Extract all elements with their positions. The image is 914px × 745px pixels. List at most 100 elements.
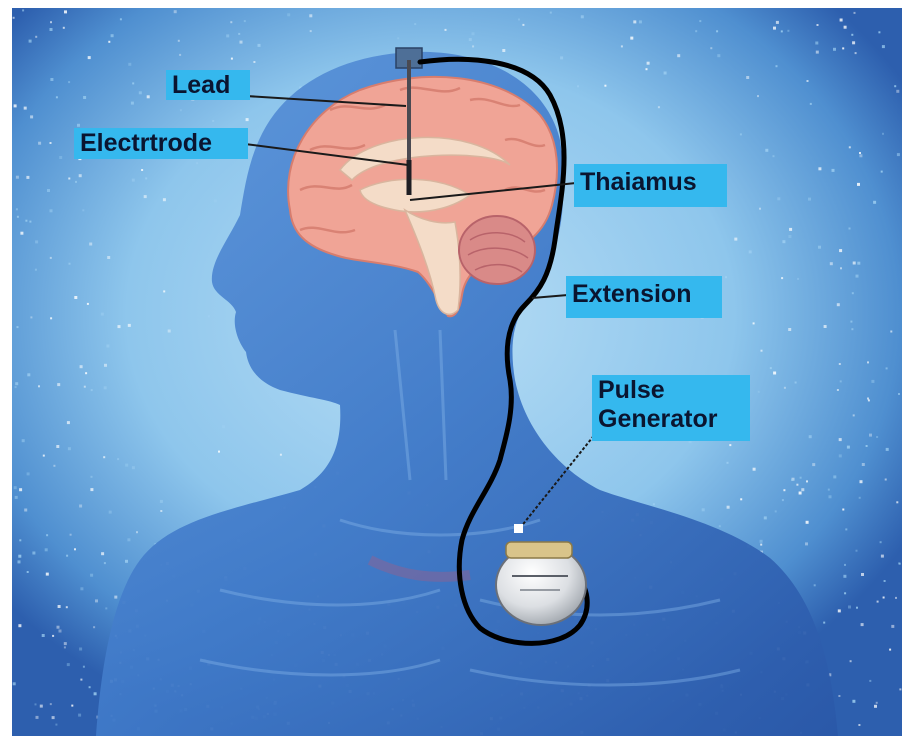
speckle [776,65,778,67]
speckle [120,18,122,20]
speckle [757,95,759,97]
speckle [240,41,243,44]
speckle [818,167,821,170]
speckle [889,649,891,651]
speckle [861,573,864,576]
speckle [789,228,792,231]
speckle [111,34,114,37]
speckle [897,153,900,156]
speckle [890,331,892,333]
speckle [57,626,60,629]
speckle [861,623,864,626]
speckle [63,27,65,29]
lead-label: Lead [166,70,250,100]
speckle [740,133,742,135]
speckle [68,178,70,180]
speckle [788,328,791,331]
speckle [502,49,505,52]
speckle [472,45,474,47]
speckle [727,462,729,464]
speckle [35,703,37,705]
speckle [15,496,18,499]
speckle [653,503,655,505]
speckle [812,463,815,466]
speckle [851,34,853,36]
speckle [852,700,855,703]
speckle [899,688,901,690]
speckle [66,606,68,608]
speckle [287,13,290,16]
speckle [218,451,220,453]
speckle [857,262,860,265]
speckle [67,421,70,424]
speckle [27,472,30,475]
speckle [13,682,16,685]
speckle [828,489,830,491]
speckle [839,438,842,441]
speckle [838,695,840,697]
speckle [891,625,894,628]
speckle [64,646,66,648]
speckle [777,197,780,200]
speckle [760,544,762,546]
speckle [53,465,55,467]
speckle [882,133,884,135]
speckle [71,705,73,707]
speckle [66,555,68,557]
speckle [734,238,737,241]
speckle [50,209,53,212]
speckle [231,58,233,60]
speckle [67,663,70,666]
speckle [18,555,21,558]
speckle [776,21,779,24]
speckle [850,321,852,323]
speckle [79,505,82,508]
speckle [136,531,138,533]
speckle [50,257,52,259]
speckle [850,660,852,662]
speckle [27,373,30,376]
speckle [843,575,846,578]
speckle [899,563,901,565]
speckle [93,626,95,628]
speckle [896,501,898,503]
speckle [885,479,887,481]
speckle [168,330,171,333]
speckle [109,511,112,514]
speckle [174,10,177,13]
leader-endpoint-marker [514,524,523,533]
speckle [74,296,77,299]
speckle [253,61,255,63]
speckle [869,680,871,682]
speckle [32,552,35,555]
speckle [78,714,81,717]
speckle [710,47,712,49]
extension-label: Extension [566,276,722,318]
speckle [24,107,27,110]
speckle [817,24,819,26]
speckle [179,54,181,56]
speckle [104,364,107,367]
speckle [807,80,809,82]
speckle [127,538,130,541]
speckle [829,495,832,498]
speckle [823,622,825,624]
speckle [876,436,878,438]
speckle [244,20,246,22]
speckle [18,624,21,627]
speckle [839,363,841,365]
speckle [118,325,121,328]
speckle [25,220,27,222]
speckle [64,10,67,13]
speckle [783,489,785,491]
speckle [50,78,53,81]
speckle [816,51,819,54]
speckle [810,103,812,105]
speckle [163,198,166,201]
speckle [833,475,836,478]
speckle [101,313,104,316]
speckle [57,383,60,386]
speckle [469,38,472,41]
speckle [727,506,730,509]
speckle [50,28,53,31]
